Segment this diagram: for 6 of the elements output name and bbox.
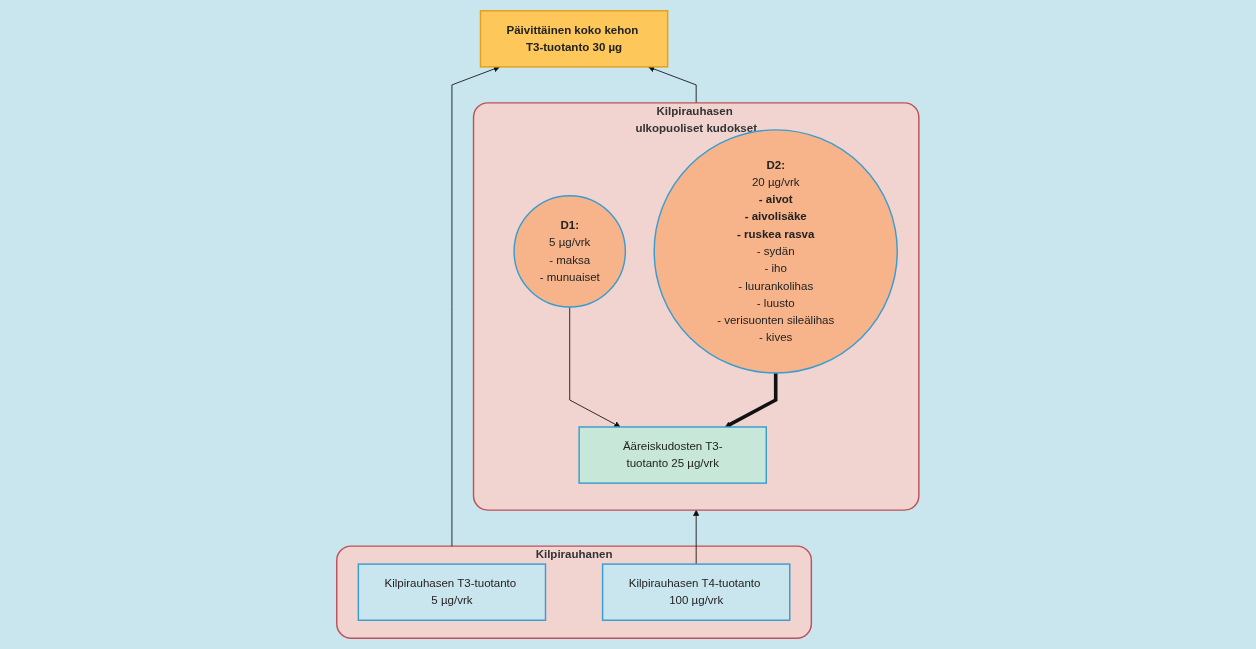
node-box: Päivittäinen koko kehon T3-tuotanto 30 µg bbox=[479, 10, 669, 68]
node-box: Kilpirauhasen T4-tuotanto 100 µg/vrk bbox=[602, 563, 791, 621]
arrow bbox=[725, 373, 778, 428]
node-box: Ääreiskudosten T3-tuotanto 25 µg/vrk bbox=[578, 426, 768, 484]
node-circle: D1: 5 µg/vrk - maksa - munuaiset bbox=[513, 195, 627, 308]
node-box: Kilpirauhasen T3-tuotanto 5 µg/vrk bbox=[357, 563, 547, 621]
